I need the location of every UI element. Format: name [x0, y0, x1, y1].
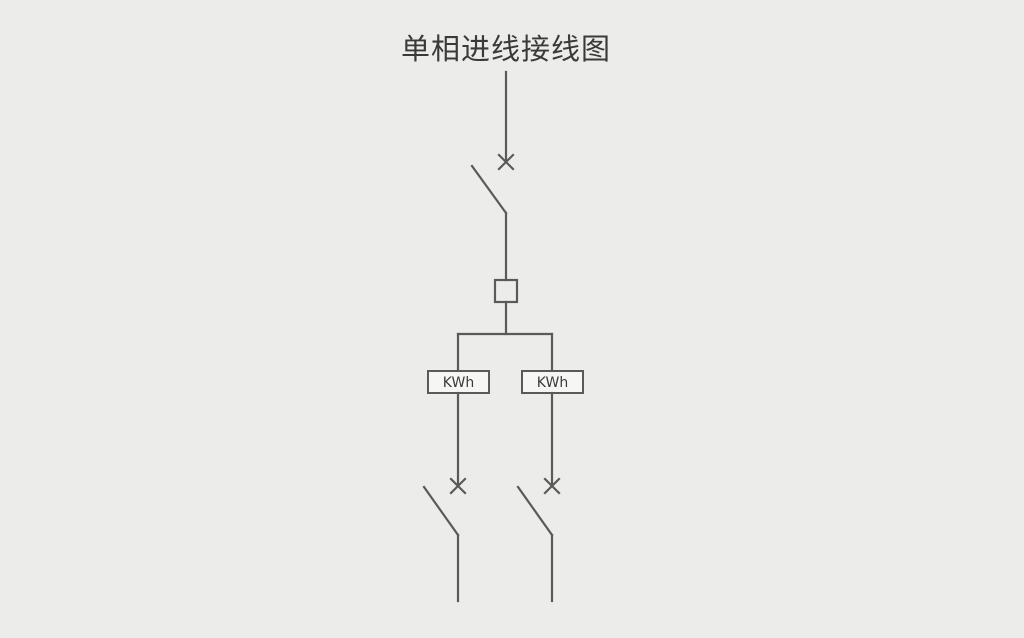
main-breaker-x-mark-b	[497, 153, 515, 171]
diagram-title: 单相进线接线图	[400, 32, 611, 66]
left-branch-breaker	[422, 477, 467, 603]
main-breaker-blade	[470, 164, 508, 215]
left-breaker-x-mark-b	[449, 477, 467, 495]
left-meter-label: KWh	[443, 375, 474, 391]
right-breaker-x-mark-b	[543, 477, 561, 495]
right-kwh-meter: KWh	[521, 370, 584, 394]
left-kwh-meter: KWh	[427, 370, 490, 394]
right-meter-label: KWh	[537, 375, 568, 391]
main-breaker	[470, 153, 515, 282]
junction-box	[493, 278, 519, 304]
right-branch-breaker	[516, 477, 561, 603]
right-breaker-blade	[516, 485, 554, 537]
left-breaker-blade	[422, 485, 460, 537]
